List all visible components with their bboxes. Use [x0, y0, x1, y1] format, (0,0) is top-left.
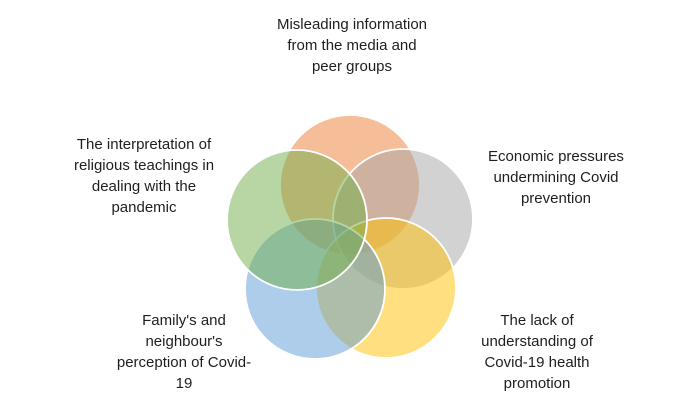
label-misleading-media: Misleading information from the media an… [276, 16, 428, 75]
label-religious-teachings: The interpretation of religious teaching… [73, 136, 215, 216]
label-economic-pressures: Economic pressures undermining Covid pre… [488, 148, 624, 207]
label-lack-of-understanding: The lack of understanding of Covid-19 he… [481, 312, 593, 392]
label-family-perception: Family's and neighbour's perception of C… [116, 312, 252, 392]
circle-religious-teachings [226, 149, 368, 291]
